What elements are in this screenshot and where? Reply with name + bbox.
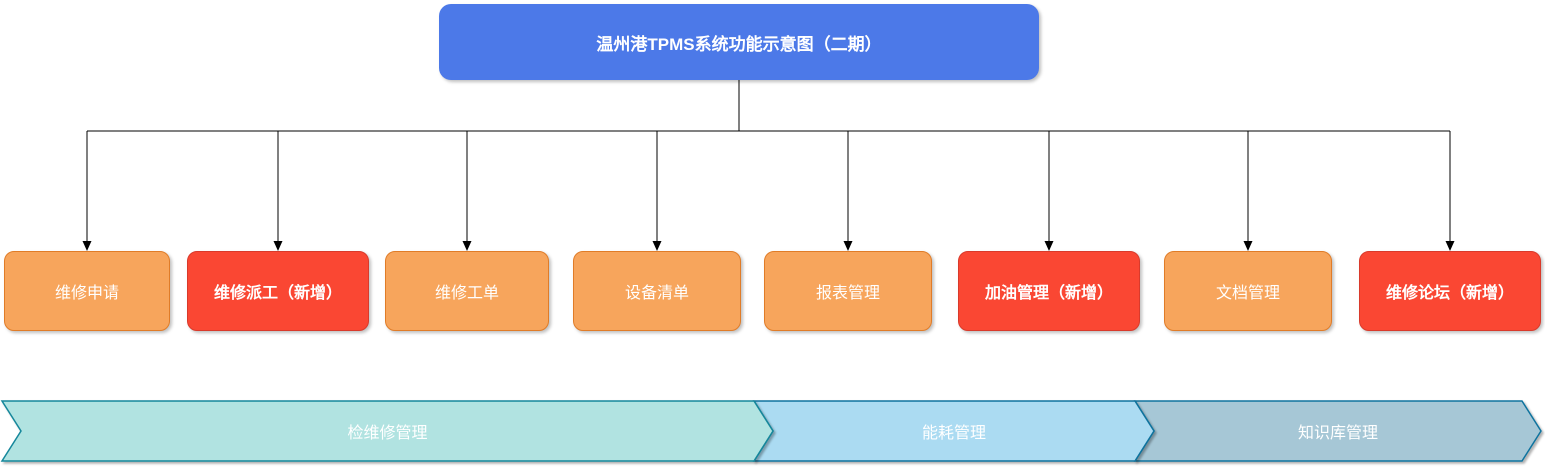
module-label: 维修派工（新增）	[213, 285, 342, 302]
lane-label: 能耗管理	[921, 425, 986, 442]
lane-label: 检维修管理	[347, 425, 428, 442]
lane-energy-management[interactable]: 能耗管理	[754, 401, 1154, 461]
module-label: 维修论坛（新增）	[1385, 285, 1514, 302]
module-label: 加油管理（新增）	[984, 285, 1113, 302]
module-label: 维修申请	[54, 285, 119, 302]
diagram-title-node[interactable]: 温州港TPMS系统功能示意图（二期）	[439, 4, 1039, 80]
module-label: 报表管理	[815, 285, 880, 302]
module-label: 维修工单	[434, 285, 499, 302]
lane-label: 知识库管理	[1297, 425, 1378, 442]
module-report-management[interactable]: 报表管理	[764, 251, 932, 331]
lane-maintenance-management[interactable]: 检维修管理	[2, 401, 773, 461]
lane-energy-shape	[752, 400, 1155, 462]
lane-knowledge-base-shape	[1133, 400, 1542, 462]
module-document-management[interactable]: 文档管理	[1164, 251, 1332, 331]
module-refueling-management-new[interactable]: 加油管理（新增）	[958, 251, 1140, 331]
module-repair-request[interactable]: 维修申请	[4, 251, 170, 331]
lane-maintenance-shape	[0, 400, 774, 462]
module-repair-dispatch-new[interactable]: 维修派工（新增）	[187, 251, 369, 331]
module-label: 设备清单	[624, 285, 689, 302]
module-repair-work-order[interactable]: 维修工单	[385, 251, 549, 331]
lane-knowledge-base-management[interactable]: 知识库管理	[1135, 401, 1541, 461]
diagram-title-label: 温州港TPMS系统功能示意图（二期）	[596, 34, 882, 54]
module-label: 文档管理	[1215, 285, 1280, 302]
module-equipment-list[interactable]: 设备清单	[573, 251, 741, 331]
module-repair-forum-new[interactable]: 维修论坛（新增）	[1359, 251, 1541, 331]
